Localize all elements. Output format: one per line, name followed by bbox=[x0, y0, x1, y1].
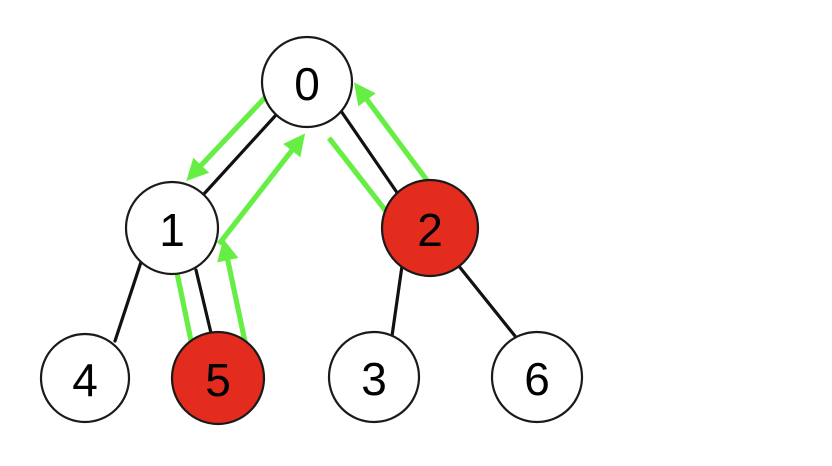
node-circle-2[interactable] bbox=[380, 178, 480, 278]
graph-node-1[interactable]: 1 bbox=[124, 180, 220, 276]
graph-node-5[interactable]: 5 bbox=[170, 330, 266, 426]
node-label-5: 5 bbox=[205, 354, 231, 406]
node-label-0: 0 bbox=[294, 58, 320, 110]
node-circle-4[interactable] bbox=[39, 332, 131, 424]
node-label-4: 4 bbox=[72, 354, 98, 406]
node-label-6: 6 bbox=[524, 353, 550, 405]
graph-nodes-group: 0 1 2 4 5 3 6 bbox=[39, 35, 584, 426]
tree-edge-1-4 bbox=[113, 260, 143, 343]
node-circle-0[interactable] bbox=[260, 35, 354, 129]
node-circle-5[interactable] bbox=[170, 330, 266, 426]
arrow-1-to-0 bbox=[216, 133, 306, 246]
tree-edge-0-1 bbox=[201, 113, 278, 197]
node-circle-6[interactable] bbox=[490, 330, 584, 424]
node-label-1: 1 bbox=[159, 204, 185, 256]
node-label-2: 2 bbox=[417, 204, 443, 256]
graph-node-2[interactable]: 2 bbox=[380, 178, 480, 278]
arrow-0-to-1 bbox=[186, 85, 277, 182]
graph-node-3[interactable]: 3 bbox=[327, 330, 421, 424]
node-label-3: 3 bbox=[361, 353, 387, 405]
tree-edge-0-2 bbox=[339, 109, 400, 196]
tree-edges-group bbox=[113, 109, 517, 343]
tree-edge-1-5 bbox=[194, 268, 213, 335]
tree-edge-2-6 bbox=[456, 263, 517, 338]
node-circle-1[interactable] bbox=[124, 180, 220, 276]
graph-node-0[interactable]: 0 bbox=[260, 35, 354, 129]
node-circle-3[interactable] bbox=[327, 330, 421, 424]
arrow-2-to-0 bbox=[354, 82, 435, 189]
graph-node-6[interactable]: 6 bbox=[490, 330, 584, 424]
graph-node-4[interactable]: 4 bbox=[39, 332, 131, 424]
tree-edge-2-3 bbox=[390, 264, 404, 338]
arrow-5-to-1 bbox=[217, 238, 251, 357]
